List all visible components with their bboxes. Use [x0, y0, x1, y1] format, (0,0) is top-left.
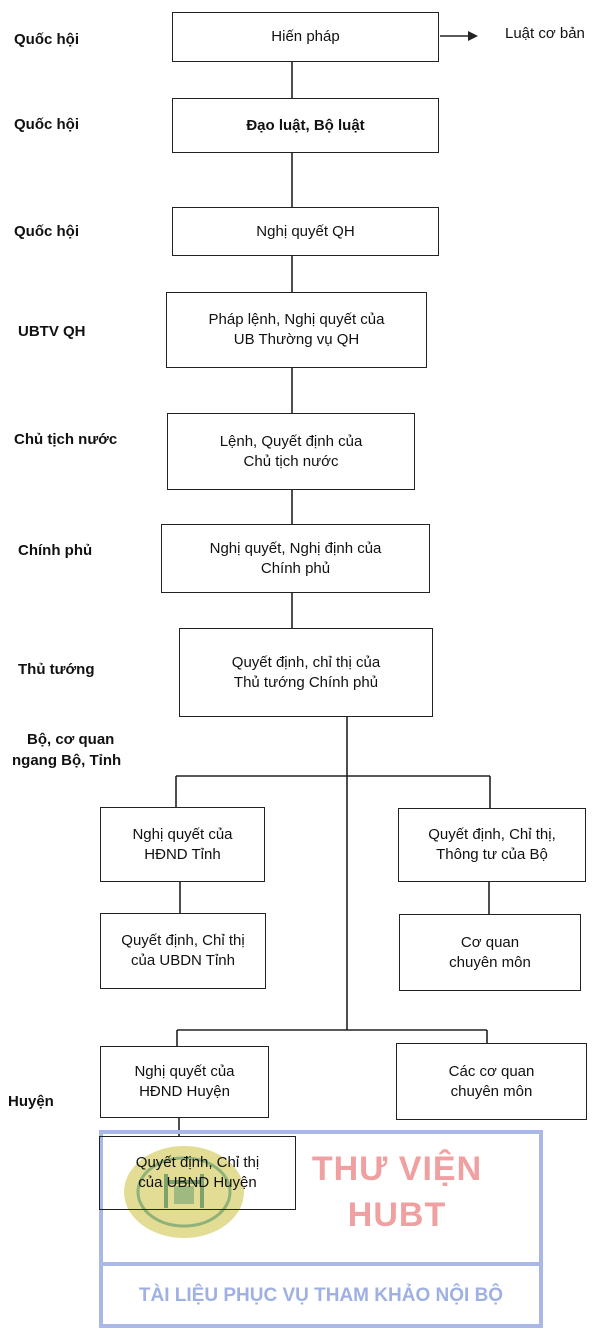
- label-ubtv-qh: UBTV QH: [18, 323, 86, 340]
- box-nq-hdnd-huyen-line1: Nghị quyết của: [134, 1063, 235, 1080]
- box-qd-ubnd-huyen-line1: Quyết định, Chỉ thị: [135, 1154, 260, 1171]
- watermark-thu-vien: THƯ VIỆN: [311, 1150, 483, 1188]
- box-nq-hdnd-huyen: Nghị quyết của HĐND Huyện: [100, 1046, 269, 1118]
- label-chinh-phu: Chính phủ: [18, 542, 93, 559]
- watermark-footer: TÀI LIỆU PHỤC VỤ THAM KHẢO NỘI BỘ: [138, 1285, 504, 1306]
- box-phap-lenh-line1: Pháp lệnh, Nghị quyết của: [208, 311, 385, 328]
- label-chu-tich-nuoc: Chủ tịch nước: [14, 431, 118, 448]
- box-qd-ubnd-tinh: Quyết định, Chỉ thị của UBDN Tỉnh: [100, 913, 266, 989]
- label-huyen: Huyện: [8, 1093, 54, 1110]
- label-bo-co-quan: Bộ, cơ quan: [27, 731, 115, 748]
- box-qd-bo-line1: Quyết định, Chỉ thị,: [428, 826, 556, 843]
- box-phap-lenh-line2: UB Thường vụ QH: [233, 331, 360, 348]
- box-nghi-quyet-qh-text: Nghị quyết QH: [256, 222, 355, 240]
- box-nq-hdnd-huyen-line2: HĐND Huyện: [139, 1083, 230, 1100]
- box-co-quan-chuyen-mon: Cơ quan chuyên môn: [399, 914, 581, 991]
- box-qd-ubnd-tinh-line1: Quyết định, Chỉ thị: [121, 932, 245, 949]
- box-qd-ubnd-tinh-line2: của UBDN Tỉnh: [131, 952, 235, 969]
- box-qd-ttg-line2: Thủ tướng Chính phủ: [233, 673, 379, 691]
- library-stamp-divider: [99, 1262, 543, 1266]
- box-qd-bo-line2: Thông tư của Bộ: [436, 846, 548, 863]
- box-co-quan-cm-line1: Cơ quan: [460, 933, 520, 951]
- label-quoc-hoi-1: Quốc hội: [14, 31, 79, 48]
- box-qd-ubnd-huyen: Quyết định, Chỉ thị của UBND Huyện: [99, 1136, 296, 1210]
- box-nq-hdnd-tinh-line2: HĐND Tỉnh: [144, 845, 221, 863]
- box-lenh-quyet-dinh: Lệnh, Quyết định của Chủ tịch nước: [167, 413, 415, 490]
- label-thu-tuong: Thủ tướng: [18, 661, 95, 678]
- box-qd-ubnd-huyen-line2: của UBND Huyện: [138, 1174, 257, 1191]
- box-hien-phap-text: Hiến pháp: [271, 28, 340, 45]
- box-cac-co-quan-line1: Các cơ quan: [448, 1062, 535, 1080]
- box-dao-luat-bo-luat: Đạo luật, Bộ luật: [172, 98, 439, 153]
- box-hien-phap: Hiến pháp: [172, 12, 439, 62]
- box-dao-luat-text: Đạo luật, Bộ luật: [246, 116, 365, 134]
- box-nq-hdnd-tinh-line1: Nghị quyết của: [132, 825, 233, 843]
- watermark-hubt: HUBT: [347, 1196, 447, 1234]
- box-lenh-line1: Lệnh, Quyết định của: [219, 432, 363, 450]
- box-quyet-dinh-thu-tuong: Quyết định, chỉ thị của Thủ tướng Chính …: [179, 628, 433, 717]
- box-nghi-dinh-line1: Nghị quyết, Nghị định của: [209, 539, 382, 557]
- box-qd-ttg-line1: Quyết định, chỉ thị của: [231, 653, 381, 671]
- box-phap-lenh: Pháp lệnh, Nghị quyết của UB Thường vụ Q…: [166, 292, 427, 368]
- label-quoc-hoi-3: Quốc hội: [14, 223, 79, 240]
- box-nghi-quyet-qh: Nghị quyết QH: [172, 207, 439, 256]
- box-cac-co-quan-chuyen-mon: Các cơ quan chuyên môn: [396, 1043, 587, 1120]
- box-nq-hdnd-tinh: Nghị quyết của HĐND Tỉnh: [100, 807, 265, 882]
- box-nghi-dinh: Nghị quyết, Nghị định của Chính phủ: [161, 524, 430, 593]
- box-cac-co-quan-line2: chuyên môn: [450, 1082, 533, 1100]
- label-ngang-bo-tinh: ngang Bộ, Tỉnh: [12, 752, 122, 769]
- side-note-luat-co-ban: Luật cơ bản: [505, 25, 585, 42]
- box-co-quan-cm-line2: chuyên môn: [449, 953, 531, 971]
- box-nghi-dinh-line2: Chính phủ: [260, 559, 331, 577]
- box-lenh-line2: Chủ tịch nước: [243, 452, 339, 470]
- label-quoc-hoi-2: Quốc hội: [14, 116, 79, 133]
- library-stamp-frame: [99, 1130, 543, 1328]
- library-logo-icon: [124, 1146, 244, 1238]
- box-qd-bo: Quyết định, Chỉ thị, Thông tư của Bộ: [398, 808, 586, 882]
